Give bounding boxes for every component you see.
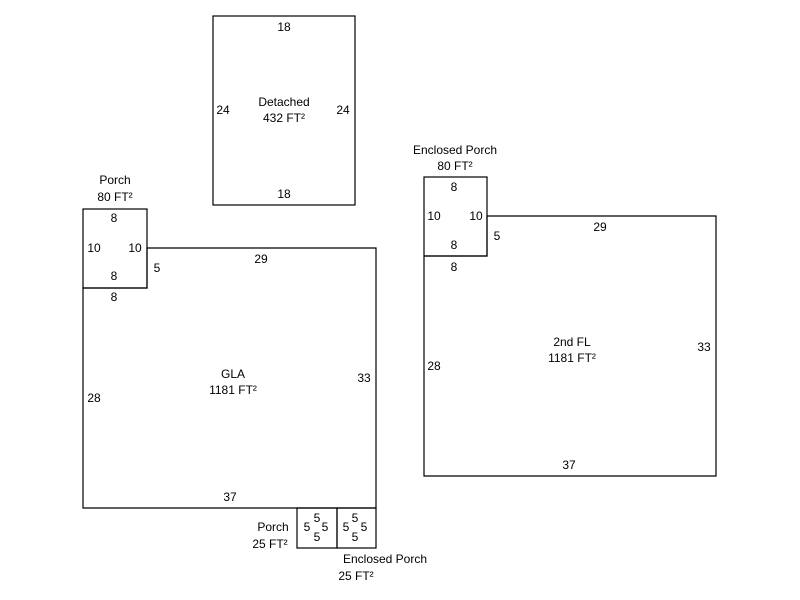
porch-left-label: Porch <box>99 173 130 187</box>
enclosed-small-left-dim: 5 <box>343 520 350 534</box>
second-floor-top-dim: 29 <box>593 220 607 234</box>
gla-step-dim: 5 <box>154 261 161 275</box>
detached-bottom-dim: 18 <box>277 187 291 201</box>
detached-area: 432 FT² <box>263 111 305 125</box>
enclosed-small-area: 25 FT² <box>338 569 373 583</box>
gla-bottom-dim: 37 <box>223 490 237 504</box>
enclosed-top-right-dim: 10 <box>469 209 483 223</box>
porch-small-area: 25 FT² <box>252 537 287 551</box>
enclosed-top-top-dim: 8 <box>451 180 458 194</box>
second-floor-room: 29 8 5 28 33 37 2nd FL 1181 FT² <box>423 215 717 477</box>
porch-left-area: 80 FT² <box>97 190 132 204</box>
enclosed-top-area: 80 FT² <box>437 159 472 173</box>
detached-left-dim: 24 <box>216 103 230 117</box>
second-floor-outline <box>423 215 717 477</box>
second-floor-label: 2nd FL <box>553 335 591 349</box>
porch-small-bottom-dim: 5 <box>314 530 321 544</box>
porch-left-left-dim: 10 <box>87 241 101 255</box>
gla-right-dim: 33 <box>357 371 371 385</box>
detached-label: Detached <box>258 95 309 109</box>
gla-outline <box>82 247 377 509</box>
porch-left-room: Porch 80 FT² 8 8 10 10 <box>82 173 148 289</box>
porch-small-top-dim: 5 <box>314 511 321 525</box>
gla-room: 29 8 5 28 33 37 GLA 1181 FT² <box>82 247 377 509</box>
porch-small-left-dim: 5 <box>304 520 311 534</box>
porch-left-bottom-dim: 8 <box>111 269 118 283</box>
enclosed-small-outline <box>336 507 377 549</box>
enclosed-small-room: 5 5 5 5 Enclosed Porch 25 FT² <box>336 507 427 583</box>
porch-small-right-dim: 5 <box>322 520 329 534</box>
second-floor-left-dim: 28 <box>427 359 441 373</box>
second-floor-top-left-dim: 8 <box>451 260 458 274</box>
detached-top-dim: 18 <box>277 20 291 34</box>
enclosed-top-bottom-dim: 8 <box>451 238 458 252</box>
detached-outline <box>212 15 356 206</box>
enclosed-small-top-dim: 5 <box>352 511 359 525</box>
enclosed-top-room: Enclosed Porch 80 FT² 8 8 10 10 <box>413 143 497 257</box>
second-floor-step-dim: 5 <box>494 229 501 243</box>
gla-left-dim: 28 <box>87 391 101 405</box>
gla-area: 1181 FT² <box>209 383 257 397</box>
detached-room: 18 18 24 24 Detached 432 FT² <box>212 15 356 206</box>
second-floor-bottom-dim: 37 <box>562 458 576 472</box>
enclosed-small-label: Enclosed Porch <box>343 552 427 566</box>
gla-top-dim: 29 <box>254 252 268 266</box>
gla-top-left-dim: 8 <box>111 290 118 304</box>
enclosed-top-left-dim: 10 <box>427 209 441 223</box>
porch-left-right-dim: 10 <box>128 241 142 255</box>
gla-label: GLA <box>221 367 245 381</box>
second-floor-right-dim: 33 <box>697 340 711 354</box>
enclosed-small-bottom-dim: 5 <box>352 530 359 544</box>
enclosed-top-label: Enclosed Porch <box>413 143 497 157</box>
porch-small-label: Porch <box>257 520 288 534</box>
detached-right-dim: 24 <box>336 103 350 117</box>
enclosed-small-right-dim: 5 <box>361 520 368 534</box>
second-floor-area: 1181 FT² <box>548 351 596 365</box>
porch-small-room: 5 5 5 5 Porch 25 FT² <box>252 507 338 551</box>
porch-left-top-dim: 8 <box>111 211 118 225</box>
